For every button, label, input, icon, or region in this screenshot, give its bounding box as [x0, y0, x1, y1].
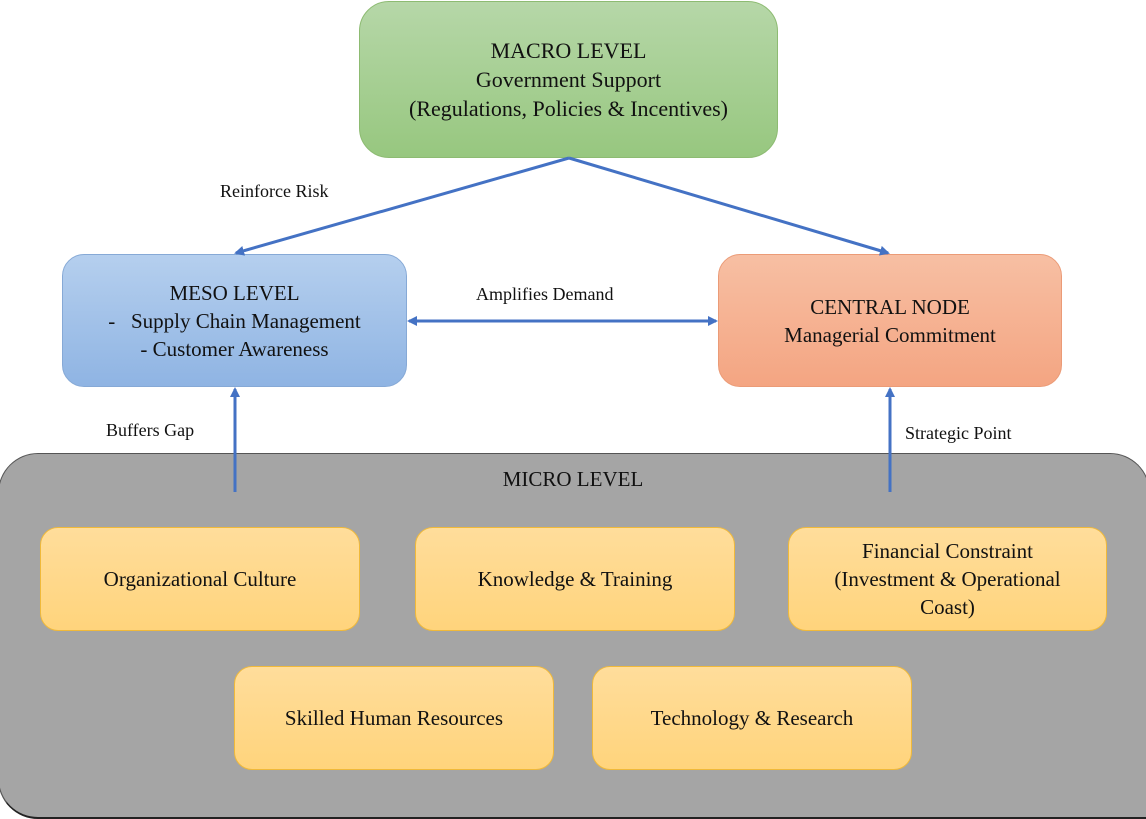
factor-financial-constraint: Financial Constraint (Investment & Opera…	[788, 527, 1107, 631]
factor-knowledge-training: Knowledge & Training	[415, 527, 735, 631]
factor-label: Organizational Culture	[103, 567, 297, 591]
edge-label-amplifies-demand: Amplifies Demand	[476, 284, 614, 304]
meso-level-node: MESO LEVEL - Supply Chain Management - C…	[62, 254, 407, 387]
factor-label-line2: (Investment & Operational	[834, 567, 1061, 591]
meso-item-customer-awareness: - Customer Awareness	[140, 336, 329, 361]
macro-level-subtitle: Government Support	[475, 67, 662, 92]
central-node: CENTRAL NODE Managerial Commitment	[718, 254, 1062, 387]
factor-label: Technology & Research	[650, 706, 854, 730]
macro-level-node: MACRO LEVEL Government Support (Regulati…	[359, 1, 778, 158]
factor-technology-research: Technology & Research	[592, 666, 912, 770]
edge-label-strategic-point: Strategic Point	[905, 423, 1012, 443]
factor-label: Skilled Human Resources	[284, 706, 504, 730]
factor-label-line3: Coast)	[920, 595, 975, 619]
meso-item-supply-chain: - Supply Chain Management	[108, 308, 361, 333]
factor-label: Financial Constraint	[862, 539, 1033, 563]
micro-level-title: MICRO LEVEL	[502, 467, 644, 491]
arrow-macro-to-meso	[234, 156, 570, 256]
arrow-macro-to-central	[568, 156, 890, 256]
central-node-subtitle: Managerial Commitment	[784, 322, 996, 347]
central-node-title: CENTRAL NODE	[810, 294, 970, 319]
meso-level-title: MESO LEVEL	[169, 280, 300, 305]
macro-level-title: MACRO LEVEL	[490, 38, 647, 63]
factor-label: Knowledge & Training	[477, 567, 673, 591]
edge-label-buffers-gap: Buffers Gap	[106, 420, 195, 440]
factor-organizational-culture: Organizational Culture	[40, 527, 360, 631]
edge-label-reinforce-risk: Reinforce Risk	[220, 181, 329, 201]
micro-level-container	[0, 453, 1146, 819]
macro-level-detail: (Regulations, Policies & Incentives)	[409, 96, 728, 121]
factor-skilled-human-resources: Skilled Human Resources	[234, 666, 554, 770]
